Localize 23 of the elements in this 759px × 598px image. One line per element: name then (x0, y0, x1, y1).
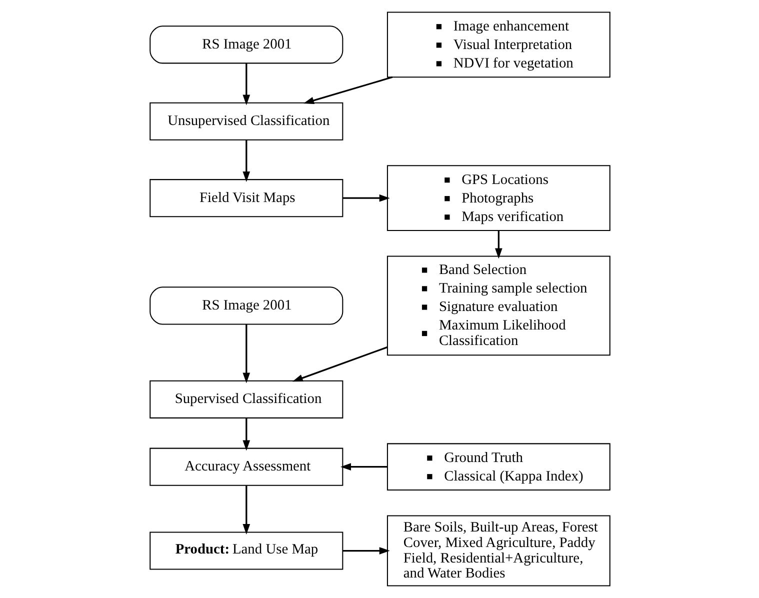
arrow (292, 346, 388, 382)
arrow (242, 63, 250, 106)
node-box: Supervised Classification (149, 380, 343, 418)
arrow (342, 194, 390, 202)
node-box: Field Visit Maps (149, 179, 343, 218)
arrow (342, 547, 390, 554)
node-box: Ground Truth Classical (Kappa Index) (386, 443, 610, 491)
node-box: Bare Soils, Built-up Areas, Forest Cover, Mixed Agriculture, Paddy Field, Residential+Agriculture, and Water Bodies (386, 515, 610, 586)
arrow (242, 418, 250, 451)
arrow (242, 486, 250, 534)
arrow (494, 230, 502, 259)
arrow (340, 463, 387, 471)
node-box: RS Image 2001 (149, 286, 343, 325)
node-box: RS Image 2001 (149, 26, 343, 64)
node-box: Accuracy Assessment (149, 448, 343, 486)
arrow (242, 324, 250, 384)
node-box: Image enhancement Visual Interpretation NDVI for vegetation (386, 12, 610, 78)
node-box: Band Selection Training sample selection Signature evaluation Maximum Likelihood Classification (386, 256, 610, 356)
node-box: Product: Land Use Map (149, 532, 343, 570)
arrow (242, 140, 250, 182)
arrow (302, 76, 392, 104)
node-box: GPS Locations Photographs Maps verification (386, 165, 610, 232)
node-box: Unsupervised Classification (149, 102, 343, 140)
